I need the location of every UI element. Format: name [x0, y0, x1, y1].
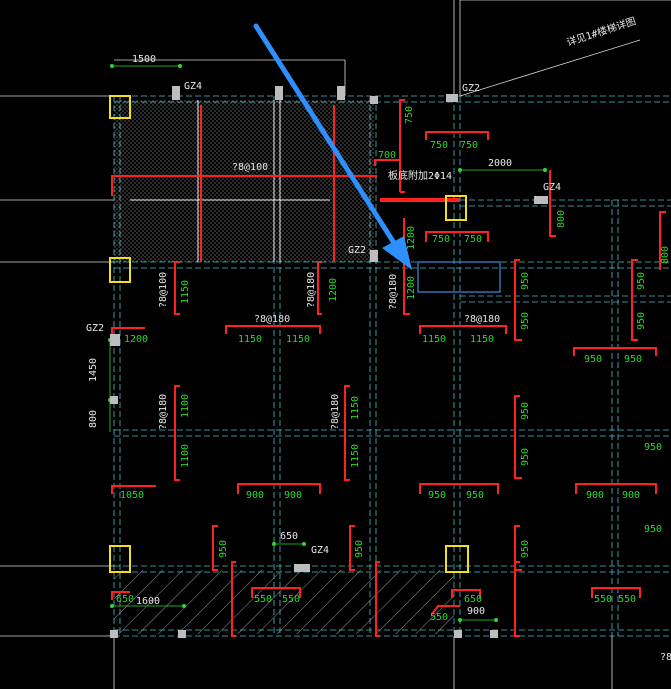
rebar-length: 800 [660, 246, 671, 264]
rebar-spacing-label: ?8@180 [330, 394, 341, 430]
dimension-label-900: 900 [467, 606, 485, 617]
rebar-length: 950 [636, 312, 647, 330]
rebar-length: 1200 [406, 276, 417, 300]
rebar-length: 700 [378, 150, 396, 161]
stair-note-label: 详见1#楼梯详图 [565, 14, 638, 49]
column-marker[interactable] [445, 195, 467, 221]
rebar-length: 950 [466, 490, 484, 501]
rebar-spacing-label: ?8@180 [464, 314, 500, 325]
rebar-length: 950 [428, 490, 446, 501]
rebar-length: 900 [622, 490, 640, 501]
gz2-label: GZ2 [86, 323, 104, 334]
rebar-length: 1200 [124, 334, 148, 345]
column-marker[interactable] [109, 545, 131, 573]
rebar-length: 1150 [286, 334, 310, 345]
rebar-length: 950 [584, 354, 602, 365]
rebar-spacing-label: ?8@180 [158, 394, 169, 430]
rebar-length: 1100 [180, 394, 191, 418]
selection-box[interactable] [417, 261, 501, 293]
rebar-length: 750 [432, 234, 450, 245]
vertical-dimension-1450: 1450 [88, 358, 99, 382]
rebar-length: 900 [586, 490, 604, 501]
dotted-slab-area [114, 100, 374, 262]
rebar-length: 900 [284, 490, 302, 501]
rebar-length: 750 [464, 234, 482, 245]
rebar-length: 550 [430, 612, 448, 623]
rebar-length: 950 [520, 448, 531, 466]
rebar-length: 650 [116, 594, 134, 605]
gz-blocks [110, 86, 548, 638]
rebar-length: 550 [282, 594, 300, 605]
rebar-spacing-label: ?8@180 [254, 314, 290, 325]
rebar-length: 950 [218, 540, 229, 558]
rebar-length: 1150 [180, 280, 191, 304]
stair-lines [130, 100, 330, 262]
rebar-lines [111, 99, 666, 637]
rebar-length: 550 [254, 594, 272, 605]
rebar-spacing-label: ?8@180 [306, 272, 317, 308]
rebar-length: 1050 [120, 490, 144, 501]
column-marker[interactable] [109, 257, 131, 283]
dimension-label-650: 650 [280, 531, 298, 542]
rebar-length: 1200 [328, 278, 339, 302]
spacing-label: ?8@100 [232, 162, 268, 173]
rebar-spacing-label: ?8@180 [388, 274, 399, 310]
rebar-length: 950 [354, 540, 365, 558]
rebar-length: 950 [520, 312, 531, 330]
rebar-length: 950 [644, 442, 662, 453]
rebar-length: 1150 [470, 334, 494, 345]
dimension-lines [109, 65, 545, 621]
hatched-slab-area [114, 570, 454, 634]
dimension-label-1600: 1600 [136, 596, 160, 607]
column-marker[interactable] [445, 545, 469, 573]
column-markers[interactable] [109, 95, 469, 573]
rebar-length: 650 [464, 594, 482, 605]
rebar-length: 550 [618, 594, 636, 605]
callout-label: 板底附加2Φ14 [388, 169, 452, 182]
gz4-label: GZ4 [311, 545, 329, 556]
rebar-length: 750 [404, 106, 415, 124]
rebar-length: 950 [520, 272, 531, 290]
rebar-length: 750 [460, 140, 478, 151]
rebar-length: 1150 [350, 396, 361, 420]
gz2-label: GZ2 [462, 83, 480, 94]
rebar-length: 950 [644, 524, 662, 535]
rebar-spacing-label: ?8@180 [660, 652, 671, 663]
rebar-length: 550 [594, 594, 612, 605]
gz2-label: GZ2 [348, 245, 366, 256]
top-dimension-label: 1500 [132, 54, 156, 65]
vertical-dimension-800: 800 [88, 410, 99, 428]
rebar-length: 1200 [406, 226, 417, 250]
rebar-length: 800 [556, 210, 567, 228]
rebar-length: 900 [246, 490, 264, 501]
rebar-length: 1100 [180, 444, 191, 468]
rebar-length: 950 [636, 272, 647, 290]
rebar-length: 950 [624, 354, 642, 365]
dimension-label-2000: 2000 [488, 158, 512, 169]
rebar-length: 1150 [422, 334, 446, 345]
gz4-label: GZ4 [184, 81, 202, 92]
gz4-label: GZ4 [543, 182, 561, 193]
column-marker[interactable] [109, 95, 131, 119]
rebar-length: 750 [430, 140, 448, 151]
rebar-length-numbers: 750 750 750 700 800 1200 750 750 1150 12… [116, 106, 671, 623]
annotation-arrow [253, 23, 412, 270]
rebar-spacing-label: ?8@100 [158, 272, 169, 308]
rebar-length: 1150 [238, 334, 262, 345]
rebar-length: 950 [520, 402, 531, 420]
rebar-length: 950 [520, 540, 531, 558]
rebar-length: 1150 [350, 444, 361, 468]
